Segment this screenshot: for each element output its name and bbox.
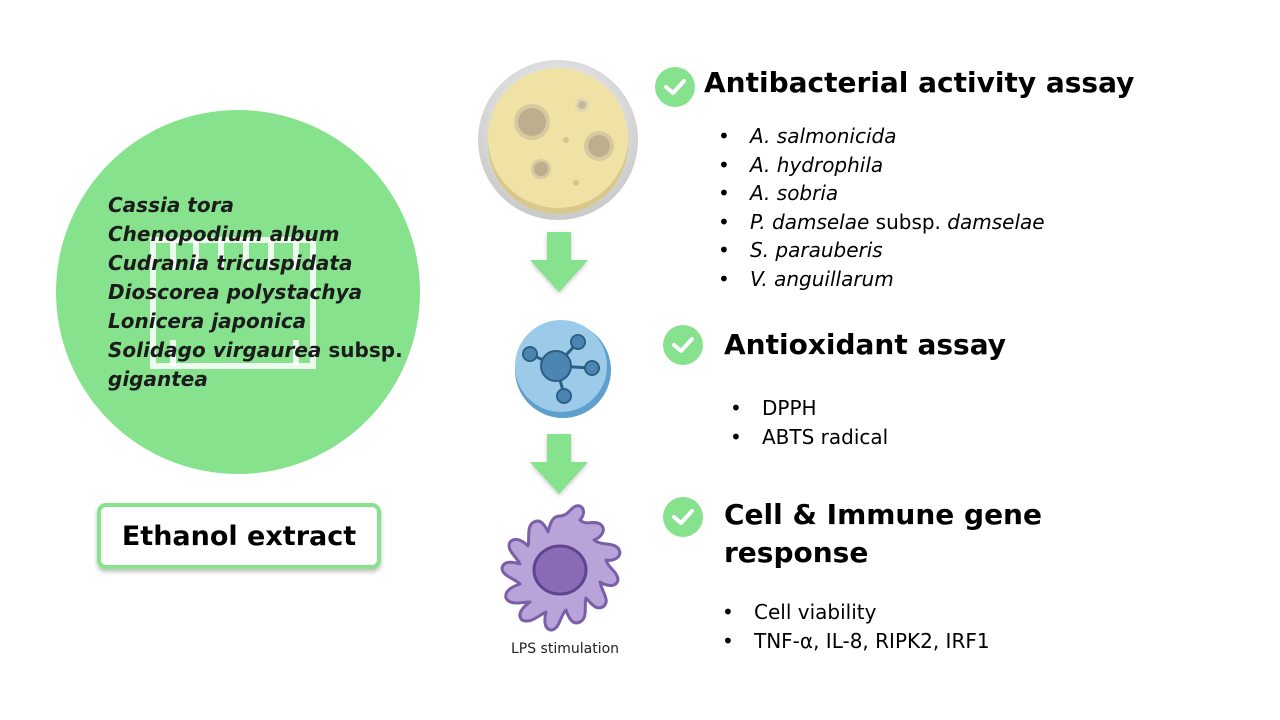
plant-name: gigantea [108,365,403,394]
antioxidant-assay-list: DPPH ABTS radical [730,394,888,451]
list-item: Cell viability [722,598,990,627]
plant-name: Solidago virgaurea subsp. [108,336,403,365]
plant-name: Lonicera japonica [108,307,403,336]
lps-stimulation-caption: LPS stimulation [510,641,620,657]
plant-circle [56,110,420,474]
ethanol-extract-box: Ethanol extract [97,503,381,569]
list-item: ABTS radical [730,423,888,452]
plant-name: Dioscorea polystachya [108,278,403,307]
plant-name-italic: Chenopodium album [108,222,340,246]
petri-dish-icon [478,60,638,220]
list-item: A. salmonicida [718,122,1045,151]
check-icon [672,509,694,525]
plant-name: Cudrania tricuspidata [108,249,403,278]
list-item-text: A. salmonicida [750,124,897,148]
plant-name: Cassia tora [108,191,403,220]
macrophage-cell-icon [500,504,622,632]
list-item-text: Cell viability [754,600,877,624]
check-badge [663,325,703,365]
plant-name-normal: subsp. [321,338,403,362]
list-item-text: DPPH [762,396,817,420]
immune-response-list: Cell viabilityTNF-α, IL-8, RIPK2, IRF1 [722,598,990,655]
section-heading-antioxidant: Antioxidant assay [724,328,1006,361]
list-item: P. damselae subsp. damselae [718,208,1045,237]
ethanol-extract-label: Ethanol extract [121,520,357,552]
watermark-icon [150,237,316,369]
list-item-text: damselae [947,209,1045,234]
plant-name-italic: Lonicera japonica [108,309,307,333]
section-heading-antibacterial: Antibacterial activity assay [704,66,1135,99]
plant-name-italic: Solidago virgaurea [108,338,322,362]
list-item-text: P. damselae [750,209,870,234]
list-item: TNF-α, IL-8, RIPK2, IRF1 [722,627,990,656]
antioxidant-molecule-icon [515,320,611,418]
check-badge [655,67,695,107]
list-item-text: A. sobria [750,181,839,205]
down-arrow-icon [530,232,588,292]
check-icon [672,337,694,353]
plant-name-italic: Dioscorea polystachya [108,280,363,304]
list-item-text: ABTS radical [762,424,889,449]
list-item: A. hydrophila [718,151,1045,180]
check-icon [664,79,686,95]
plant-name-italic: Cudrania tricuspidata [108,251,353,275]
list-item: V. anguillarum [718,265,1045,294]
antibacterial-strain-list: A. salmonicida A. hydrophila A. sobria P. d… [718,122,1045,293]
plant-name: Chenopodium album [108,220,403,249]
list-item: DPPH [730,394,888,423]
list-item-text: TNF-α, IL-8, RIPK2, IRF1 [754,628,990,653]
section-heading-immune: Cell & Immune gene response [724,498,1042,569]
list-item: A. sobria [718,179,1045,208]
list-item-text: A. hydrophila [750,152,884,177]
plant-name-italic: Cassia tora [108,193,234,217]
list-item-text: V. anguillarum [750,266,894,291]
down-arrow-icon [530,434,588,494]
list-item: S. parauberis [718,236,1045,265]
plant-name-italic: gigantea [108,367,208,391]
list-item-text: subsp. [869,209,948,234]
list-item-text: S. parauberis [750,238,883,262]
check-badge [663,497,703,537]
